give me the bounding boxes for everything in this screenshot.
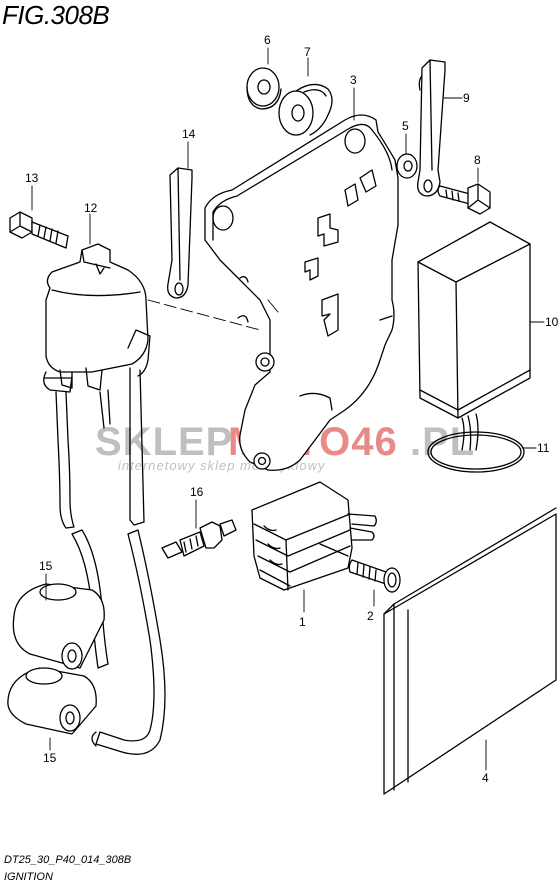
watermark-part1: SKLEP	[95, 420, 233, 464]
part-7-grommet[interactable]	[278, 83, 333, 136]
callout-12: 12	[84, 201, 98, 215]
callout-7: 7	[304, 45, 311, 59]
callout-4: 4	[482, 771, 489, 785]
part-5-washer[interactable]	[396, 153, 418, 179]
callout-15-upper: 15	[39, 559, 53, 573]
callout-2: 2	[367, 609, 374, 623]
callout-6: 6	[264, 33, 271, 47]
part-9-clip[interactable]	[417, 59, 446, 197]
watermark-part3: .PL	[410, 420, 475, 464]
part-6-washer[interactable]	[246, 67, 282, 110]
callout-9: 9	[463, 91, 470, 105]
part-13-bolt[interactable]	[9, 211, 69, 249]
hose-lead-1	[71, 529, 109, 669]
callout-15-lower: 15	[43, 751, 57, 765]
part-15-plug-cap-lower[interactable]	[7, 667, 97, 735]
coil-lead-right	[129, 367, 145, 526]
callout-3: 3	[350, 73, 357, 87]
callout-10: 10	[545, 315, 559, 329]
leader-lines	[31, 47, 545, 771]
callout-16: 16	[190, 485, 204, 499]
callout-labels: 1 2 3 4 5 6 7 8 9 10 11 12 13 14 15 15 1…	[25, 33, 559, 785]
part-8-bolt[interactable]	[437, 183, 491, 215]
part-14-clip[interactable]	[167, 167, 193, 299]
callout-11: 11	[537, 441, 550, 455]
part-12-ignition-coil[interactable]	[43, 243, 151, 393]
part-1-rectifier[interactable]	[251, 481, 377, 591]
figure-title: FIG.308B	[2, 0, 110, 30]
cdi-wires	[461, 413, 479, 451]
part-16-spark-plug[interactable]	[161, 519, 237, 559]
callout-5: 5	[402, 119, 409, 133]
part-2-bolt[interactable]	[348, 559, 401, 593]
figure-name: IGNITION	[4, 871, 53, 883]
hose-lead-2	[91, 529, 166, 755]
figure-code: DT25_30_P40_014_308B	[4, 854, 132, 866]
callout-8: 8	[474, 153, 481, 167]
callout-1: 1	[299, 615, 306, 629]
coil-lead-left	[55, 391, 75, 529]
part-15-plug-cap-upper[interactable]	[12, 583, 105, 670]
callout-13: 13	[25, 171, 39, 185]
part-3-bracket[interactable]	[204, 114, 399, 471]
coil-lead-center	[99, 389, 111, 429]
callout-14: 14	[182, 127, 196, 141]
part-4-insulation-sheet[interactable]	[383, 507, 557, 795]
part-10-cdi-box[interactable]	[417, 221, 531, 419]
part-11-band[interactable]	[427, 431, 525, 473]
